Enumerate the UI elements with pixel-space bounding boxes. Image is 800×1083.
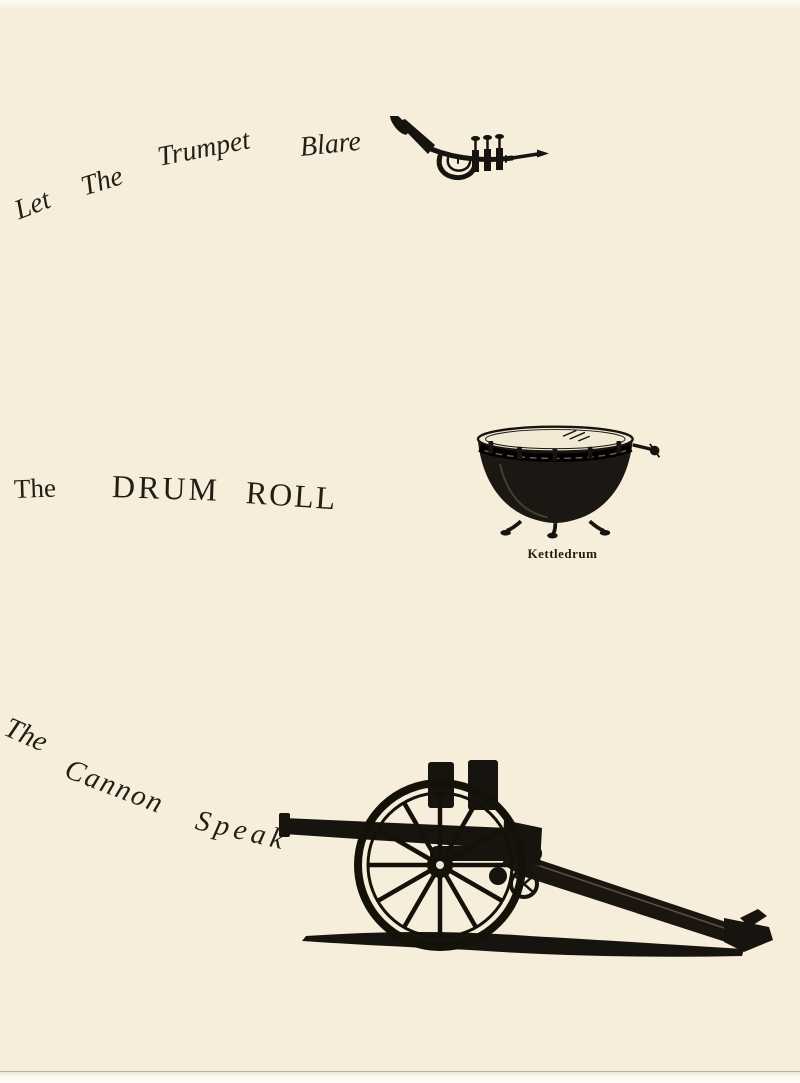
cannon-engraving-icon (279, 760, 773, 957)
word-trumpet: Trumpet (154, 124, 253, 173)
word-roll: ROLL (244, 474, 339, 517)
word-the-1: The (77, 160, 127, 203)
word-drum: DRUM (111, 468, 221, 508)
scan-edge-bottom (0, 1071, 800, 1083)
word-the-3: The (0, 711, 53, 759)
word-let: Let (10, 184, 55, 227)
scan-edge-top (0, 0, 800, 10)
kettledrum-engraving-icon (476, 425, 661, 539)
word-the-2: The (13, 472, 57, 504)
trumpet-engraving-icon (390, 116, 549, 180)
word-blare: Blare (298, 125, 363, 163)
kettledrum-caption: Kettledrum (527, 546, 598, 561)
word-cannon: Cannon (60, 753, 169, 821)
